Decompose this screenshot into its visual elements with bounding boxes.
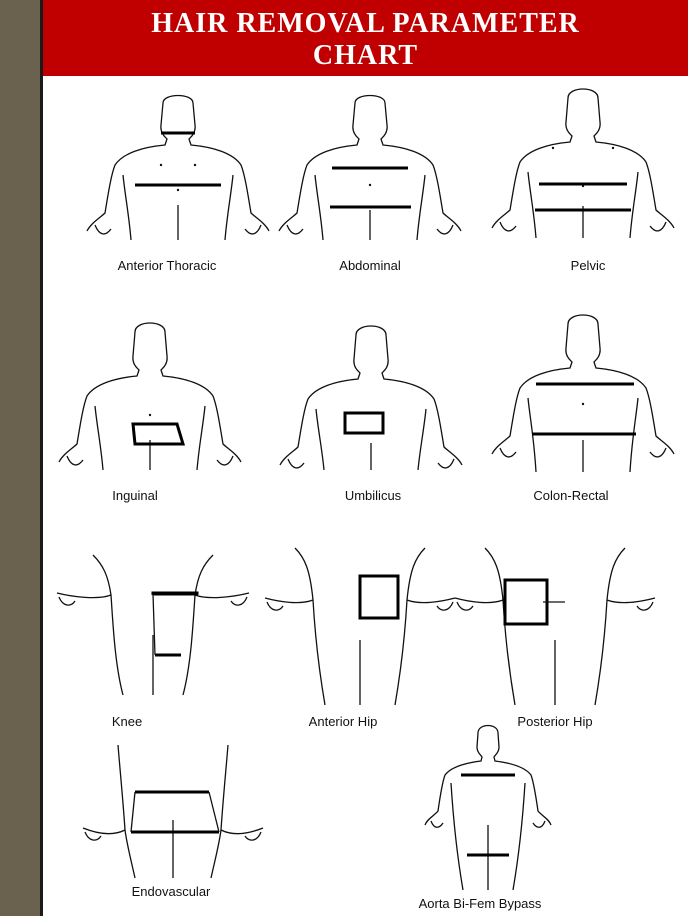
title-banner: HAIR REMOVAL PARAMETER CHART: [43, 0, 688, 76]
caption-umbilicus: Umbilicus: [345, 488, 401, 503]
caption-endovascular: Endovascular: [132, 884, 211, 899]
knee-figure: [53, 545, 253, 705]
colon-rectal-figure: [478, 312, 688, 472]
caption-anterior-hip: Anterior Hip: [309, 714, 378, 729]
chart-page: HAIR REMOVAL PARAMETER CHART Anterior Th…: [43, 0, 692, 916]
caption-abdominal: Abdominal: [339, 258, 400, 273]
left-frame-strip: [0, 0, 40, 916]
inguinal-figure: [45, 320, 255, 470]
page-title: HAIR REMOVAL PARAMETER CHART: [43, 8, 688, 72]
caption-colon-rectal: Colon-Rectal: [533, 488, 608, 503]
endovascular-figure: [73, 740, 273, 880]
anterior-thoracic-figure: [83, 95, 273, 245]
caption-anterior-thoracic: Anterior Thoracic: [118, 258, 217, 273]
caption-aorta-bi-fem-bypass: Aorta Bi-Fem Bypass: [419, 896, 542, 911]
abdominal-figure: [275, 95, 465, 245]
aorta-bi-fem-bypass-figure: [403, 725, 573, 893]
title-line-2: CHART: [43, 40, 688, 72]
caption-knee: Knee: [112, 714, 142, 729]
posterior-hip-figure: [455, 540, 655, 708]
caption-inguinal: Inguinal: [112, 488, 158, 503]
pelvic-figure: [483, 88, 683, 246]
umbilicus-figure: [271, 325, 471, 470]
caption-pelvic: Pelvic: [571, 258, 606, 273]
anterior-hip-figure: [265, 540, 455, 708]
title-line-1: HAIR REMOVAL PARAMETER: [43, 8, 688, 40]
